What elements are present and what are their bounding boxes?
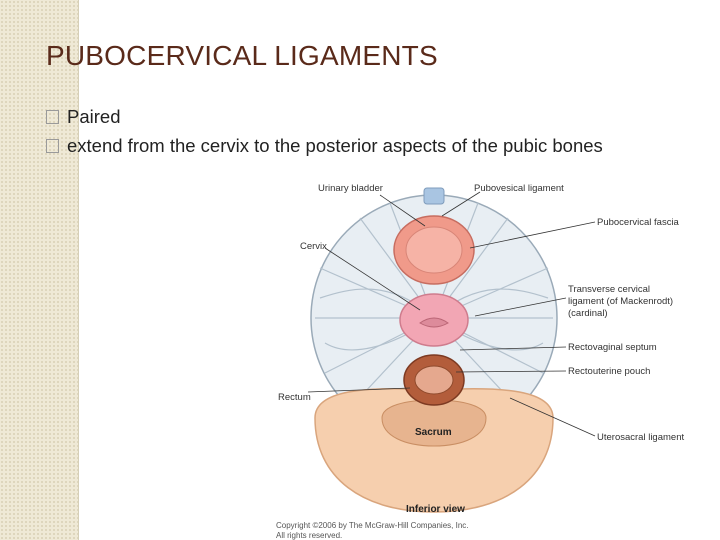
label-transverse-cervical-line2: ligament (of Mackenrodt) [568,296,673,307]
urethra-opening [423,187,445,205]
slide-title: PUBOCERVICAL LIGAMENTS [46,40,438,71]
bullet-box-icon [46,139,59,153]
copyright-line1: Copyright ©2006 by The McGraw-Hill Compa… [276,521,469,530]
bullet-text: Paired [67,106,121,127]
bullet-item: extend from the cervix to the posterior … [46,135,603,164]
bullet-box-icon [46,110,59,124]
bladder-inner [405,226,463,274]
label-rectum: Rectum [278,392,311,403]
label-uterosacral-ligament: Uterosacral ligament [597,432,684,443]
rectum-lumen [414,365,454,395]
leader-lines [307,191,596,437]
bullet-list: Paired extend from the cervix to the pos… [46,106,603,164]
label-rectovaginal-septum: Rectovaginal septum [568,342,657,353]
pelvic-anatomy-figure: Urinary bladder Pubovesical ligament Pub… [276,183,684,540]
label-rectouterine-pouch: Rectouterine pouch [568,366,650,377]
label-urinary-bladder: Urinary bladder [318,183,383,194]
label-transverse-cervical-line1: Transverse cervical [568,284,650,295]
label-pubovesical-ligament: Pubovesical ligament [474,183,564,194]
copyright-line2: All rights reserved. [276,531,342,540]
side-divider [78,0,79,540]
sacrum-inner [381,399,487,447]
label-transverse-cervical-line3: (cardinal) [568,308,608,319]
label-cervix: Cervix [300,241,327,252]
decorative-side-strip [0,0,78,540]
cervical-os [419,317,449,328]
label-sacrum: Sacrum [415,427,452,438]
bullet-text: extend from the cervix to the posterior … [67,135,603,156]
bullet-item: Paired [46,106,603,135]
label-pubocervical-fascia: Pubocervical fascia [597,217,680,228]
label-inferior-view: Inferior view [406,504,465,515]
